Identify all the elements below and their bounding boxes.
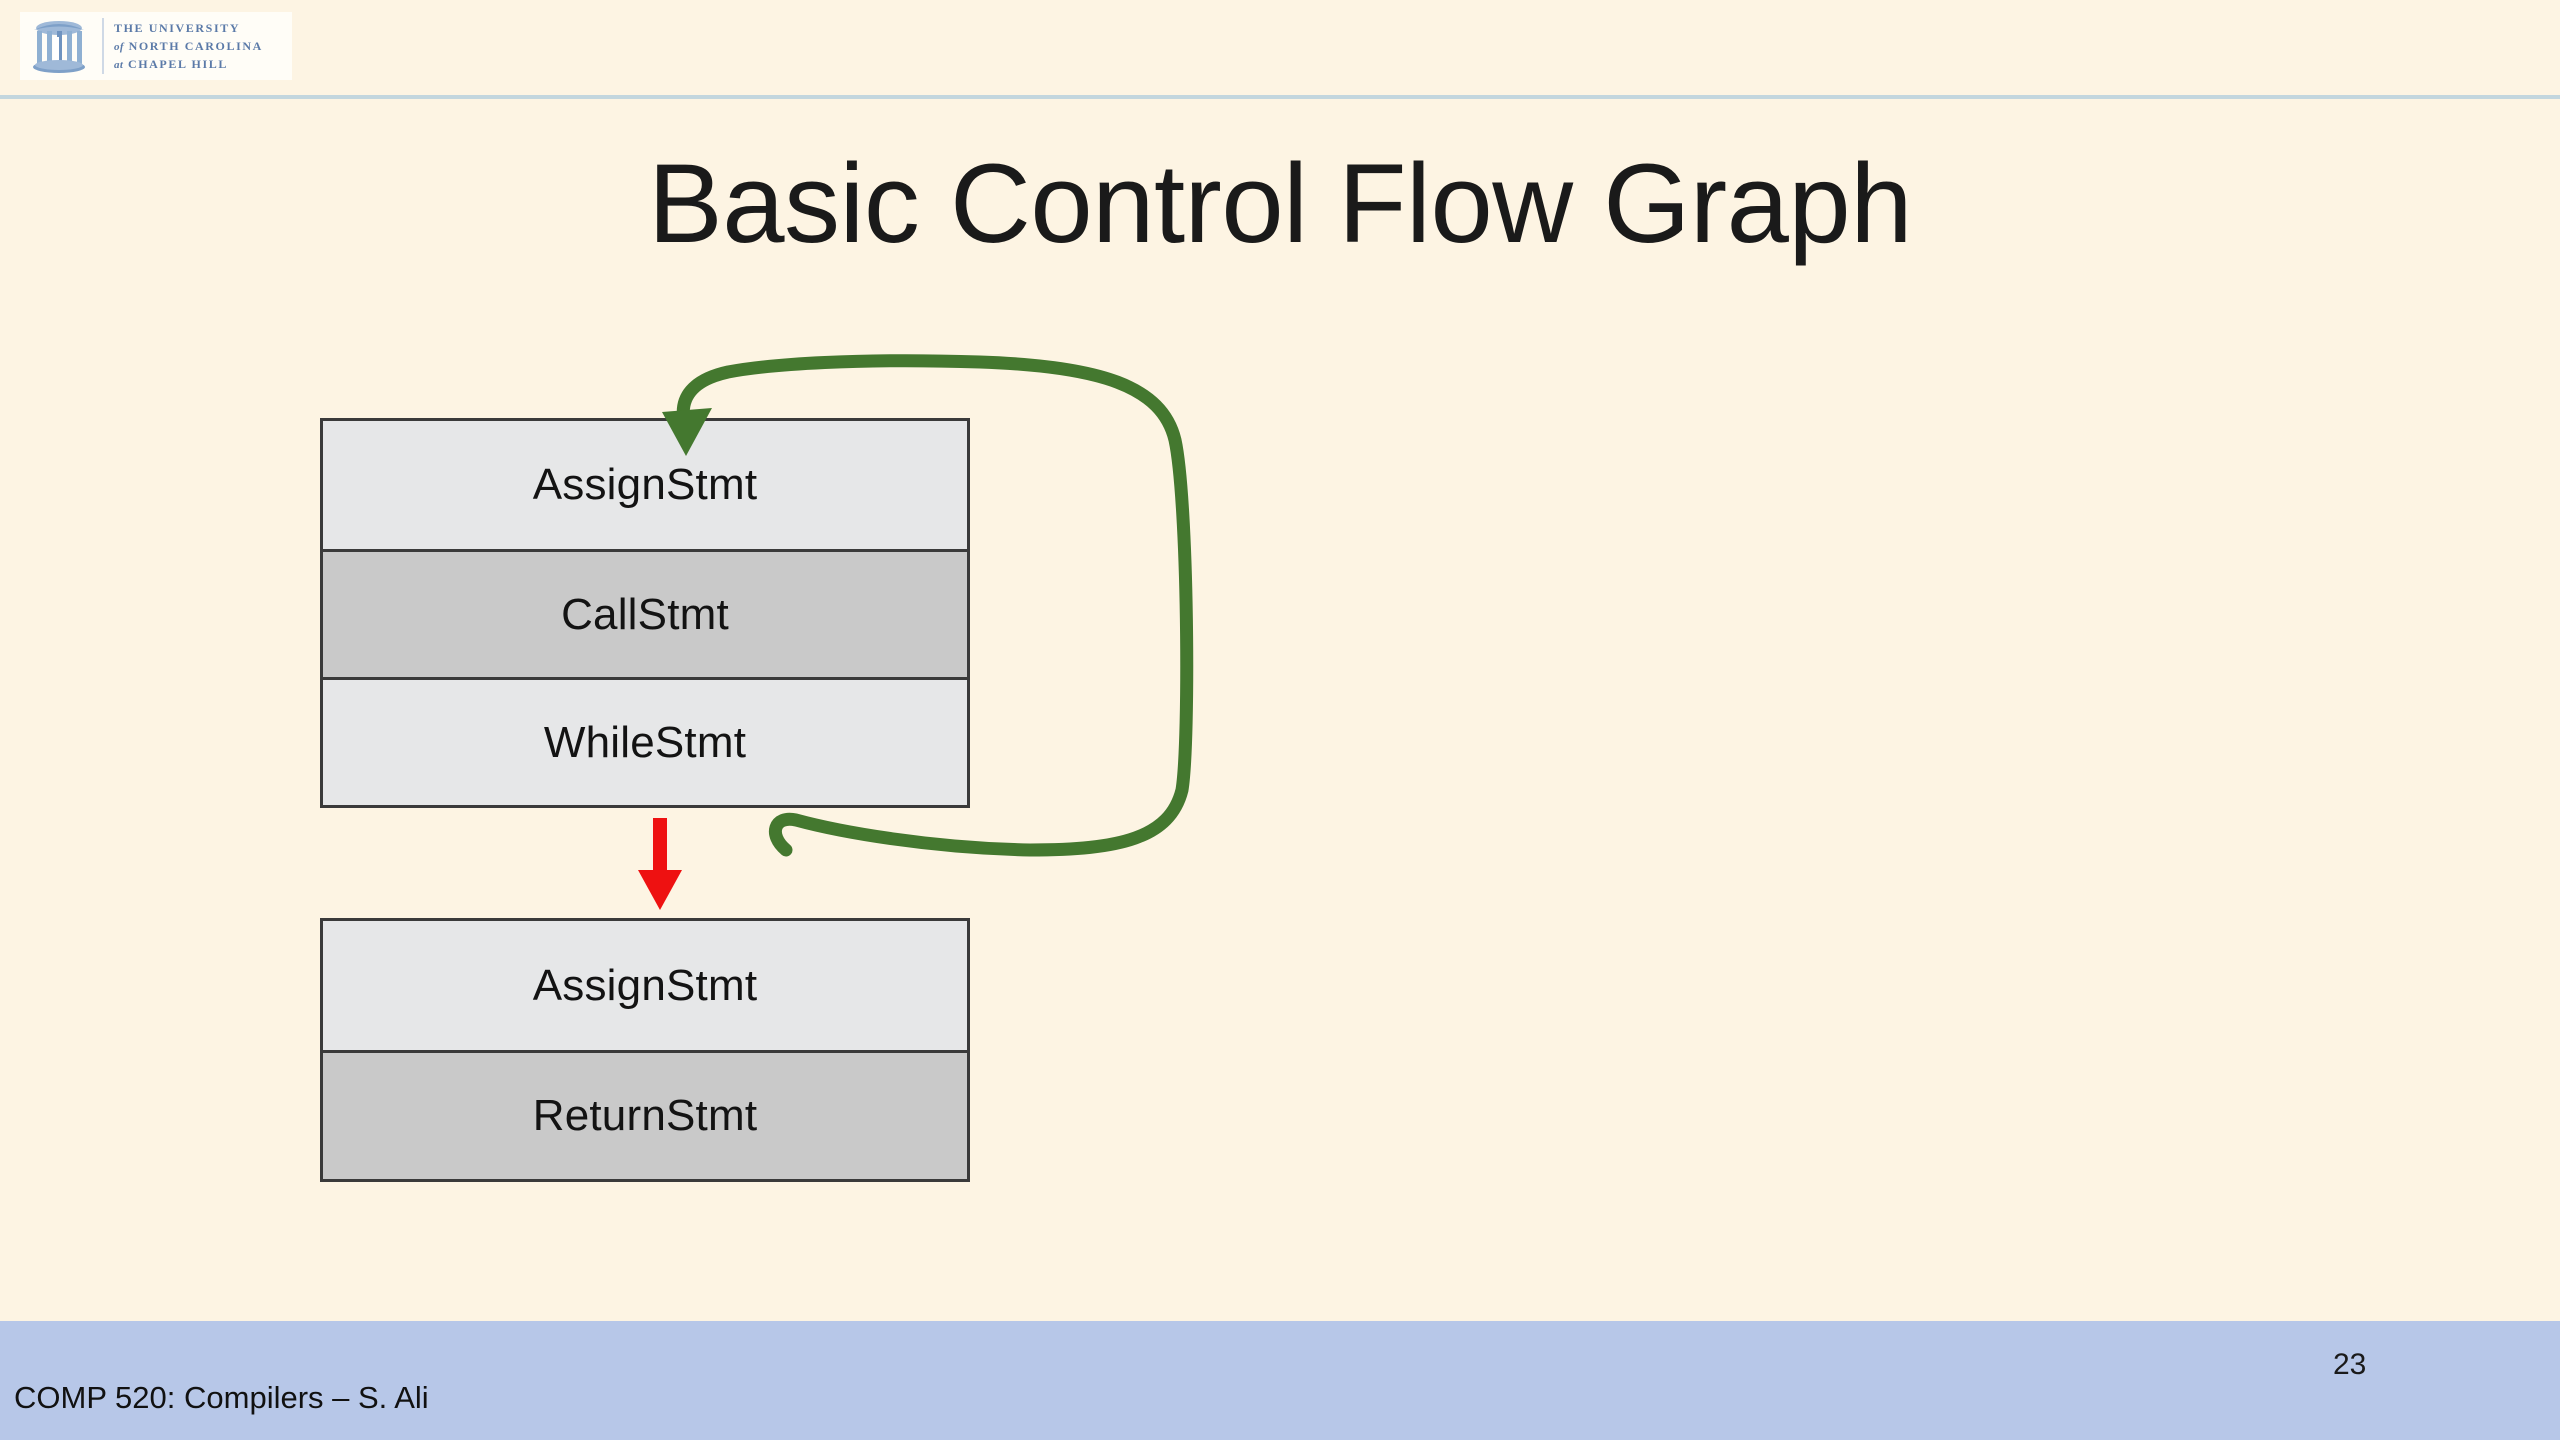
stmt-row: CallStmt — [323, 549, 967, 677]
stmt-row: ReturnStmt — [323, 1050, 967, 1179]
wordmark-north-carolina: NORTH CAROLINA — [128, 38, 263, 53]
header-divider — [0, 95, 2560, 99]
page-title: Basic Control Flow Graph — [647, 141, 1913, 266]
wordmark-line-2: of NORTH CAROLINA — [114, 39, 263, 54]
slide-number: 23 — [2333, 1348, 2367, 1381]
footer-bar — [0, 1321, 2560, 1440]
unc-wordmark: THE UNIVERSITY of NORTH CAROLINA at CHAP… — [114, 21, 263, 72]
stmt-row: AssignStmt — [323, 421, 967, 549]
basic-block-2: AssignStmt ReturnStmt — [320, 918, 970, 1182]
unc-logo: THE UNIVERSITY of NORTH CAROLINA at CHAP… — [20, 12, 292, 80]
logo-divider — [102, 18, 104, 74]
wordmark-prefix-of: of — [114, 40, 124, 53]
stmt-row: WhileStmt — [323, 677, 967, 805]
wordmark-line-3: at CHAPEL HILL — [114, 57, 263, 72]
wordmark-chapel-hill: CHAPEL HILL — [127, 56, 228, 71]
footer-text: COMP 520: Compilers – S. Ali — [14, 1380, 429, 1415]
wordmark-line-1: THE UNIVERSITY — [114, 20, 241, 35]
basic-block-1: AssignStmt CallStmt WhileStmt — [320, 418, 970, 808]
wordmark-prefix-at: at — [114, 58, 124, 71]
stmt-row: AssignStmt — [323, 921, 967, 1050]
fallthrough-arrow-icon — [638, 818, 682, 910]
unc-old-well-icon — [33, 21, 85, 73]
